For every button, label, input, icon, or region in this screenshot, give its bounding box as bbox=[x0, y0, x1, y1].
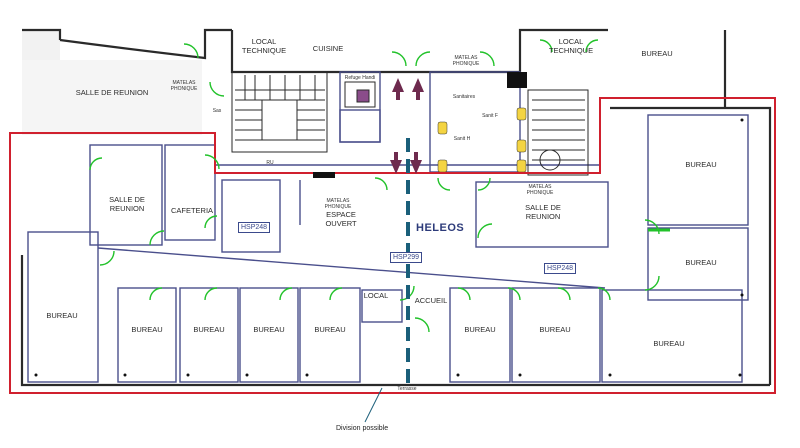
room-label-bureau-s3: BUREAU bbox=[193, 325, 225, 334]
room-label-bureau-s6: BUREAU bbox=[464, 325, 496, 334]
sanitaires-label: Sanitaires bbox=[452, 94, 476, 100]
door-swings bbox=[89, 39, 670, 333]
refuge-label: Refuge Handi bbox=[344, 75, 376, 81]
division-leader bbox=[364, 387, 383, 423]
hsp-tag-right: HSP248 bbox=[544, 263, 577, 274]
ru-block bbox=[313, 172, 335, 178]
stairs-right bbox=[527, 89, 589, 176]
boundary-line bbox=[9, 97, 776, 394]
ru-label: RU bbox=[266, 160, 274, 166]
room-label-cafeteria: CAFETERIA bbox=[170, 206, 214, 215]
room-label-local-technique-right: LOCAL TECHNIQUE bbox=[548, 37, 594, 55]
room-label-bureau-s7: BUREAU bbox=[539, 325, 571, 334]
room-label-bureau-top-right: BUREAU bbox=[641, 49, 673, 58]
matelas-phonique-block bbox=[507, 72, 527, 88]
hsp-tag-left: HSP248 bbox=[238, 222, 271, 233]
stairs-left bbox=[231, 71, 328, 153]
room-label-bureau-s5: BUREAU bbox=[314, 325, 346, 334]
room-label-bureau-s4: BUREAU bbox=[253, 325, 285, 334]
room-label-salle-reunion-c: SALLE DE REUNION bbox=[525, 203, 561, 221]
building-name: HELEOS bbox=[416, 222, 465, 234]
room-label-espace-ouvert: ESPACE OUVERT bbox=[325, 210, 357, 228]
room-label-local-bottom: LOCAL bbox=[363, 291, 389, 300]
room-label-bureau-e2: BUREAU bbox=[685, 258, 717, 267]
terrasse-label: Terrasse bbox=[397, 386, 417, 392]
hsp-tag-center: HSP299 bbox=[390, 252, 423, 263]
room-label-bureau-e1: BUREAU bbox=[685, 160, 717, 169]
matelas-label-2: MATELAS PHONIQUE bbox=[452, 55, 480, 67]
refuge-handi-box bbox=[344, 81, 376, 108]
circulation-arrows bbox=[390, 78, 424, 174]
corner-markers bbox=[34, 118, 744, 377]
sas-label: Sas bbox=[212, 108, 222, 114]
room-label-accueil: ACCUEIL bbox=[414, 296, 448, 305]
sanit-h-label: Sanit H bbox=[453, 136, 471, 142]
room-label-salle-reunion-nw: SALLE DE REUNION bbox=[75, 88, 149, 97]
partitions bbox=[27, 71, 749, 383]
room-label-bureau-s2: BUREAU bbox=[131, 325, 163, 334]
room-label-bureau-s8: BUREAU bbox=[653, 339, 685, 348]
matelas-label-3: MATELAS PHONIQUE bbox=[324, 198, 352, 210]
sanit-f-label: Sanit F bbox=[482, 113, 498, 119]
matelas-label-4: MATELAS PHONIQUE bbox=[526, 184, 554, 196]
matelas-label-1: MATELAS PHONIQUE bbox=[170, 80, 198, 92]
room-label-cuisine: CUISINE bbox=[312, 44, 344, 53]
room-label-bureau-s1: BUREAU bbox=[46, 311, 78, 320]
division-annotation: Division possible bbox=[336, 425, 389, 432]
room-label-salle-reunion-w: SALLE DE REUNION bbox=[109, 195, 145, 213]
room-label-local-technique-top: LOCAL TECHNIQUE bbox=[241, 37, 287, 55]
sanitaires-fixtures bbox=[437, 107, 527, 173]
